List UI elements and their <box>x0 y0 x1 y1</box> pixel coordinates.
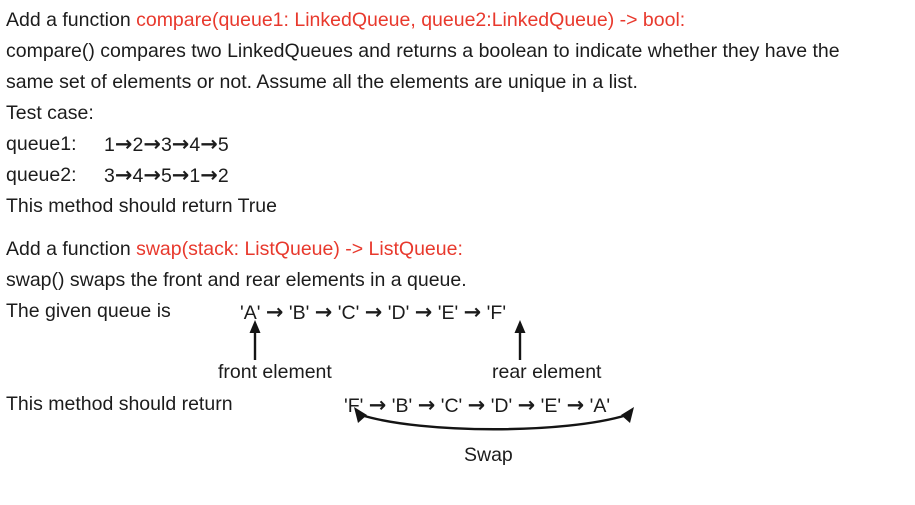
rear-element-arrow-icon <box>514 320 526 360</box>
front-element-arrow-icon <box>249 320 261 360</box>
swap-label: Swap <box>464 444 513 466</box>
queue2-sequence: 3→4→5→1→2 <box>104 163 229 187</box>
swap-result-label: This method should return <box>6 393 233 415</box>
swap-function-signature: swap(stack: ListQueue) -> ListQueue: <box>136 238 463 260</box>
compare-function-signature: compare(queue1: LinkedQueue, queue2:Link… <box>136 9 686 31</box>
test-case-label: Test case: <box>6 102 94 124</box>
swap-arc-arrow-icon <box>354 407 634 431</box>
compare-description-line2: same set of elements or not. Assume all … <box>6 71 638 93</box>
queue1-line: queue1: 1→2→3→4→5 <box>6 133 229 156</box>
compare-heading-prefix: Add a function <box>6 9 137 31</box>
queue2-label: queue2: <box>6 164 77 186</box>
queue1-label: queue1: <box>6 133 77 155</box>
swap-result-sequence: 'F' → 'B' → 'C' → 'D' → 'E' → 'A' <box>344 393 611 417</box>
front-element-label: front element <box>218 361 332 383</box>
rear-element-label: rear element <box>492 361 602 383</box>
compare-result-text: This method should return True <box>6 195 277 217</box>
swap-description: swap() swaps the front and rear elements… <box>6 269 467 291</box>
compare-heading: Add a function compare(queue1: LinkedQue… <box>6 9 685 31</box>
given-queue-label: The given queue is <box>6 300 171 322</box>
queue1-sequence: 1→2→3→4→5 <box>104 132 229 156</box>
swap-heading-prefix: Add a function <box>6 238 137 260</box>
given-queue-sequence: 'A' → 'B' → 'C' → 'D' → 'E' → 'F' <box>240 300 507 324</box>
compare-description-line1: compare() compares two LinkedQueues and … <box>6 40 840 62</box>
swap-heading: Add a function swap(stack: ListQueue) ->… <box>6 238 463 260</box>
queue2-line: queue2: 3→4→5→1→2 <box>6 164 229 187</box>
